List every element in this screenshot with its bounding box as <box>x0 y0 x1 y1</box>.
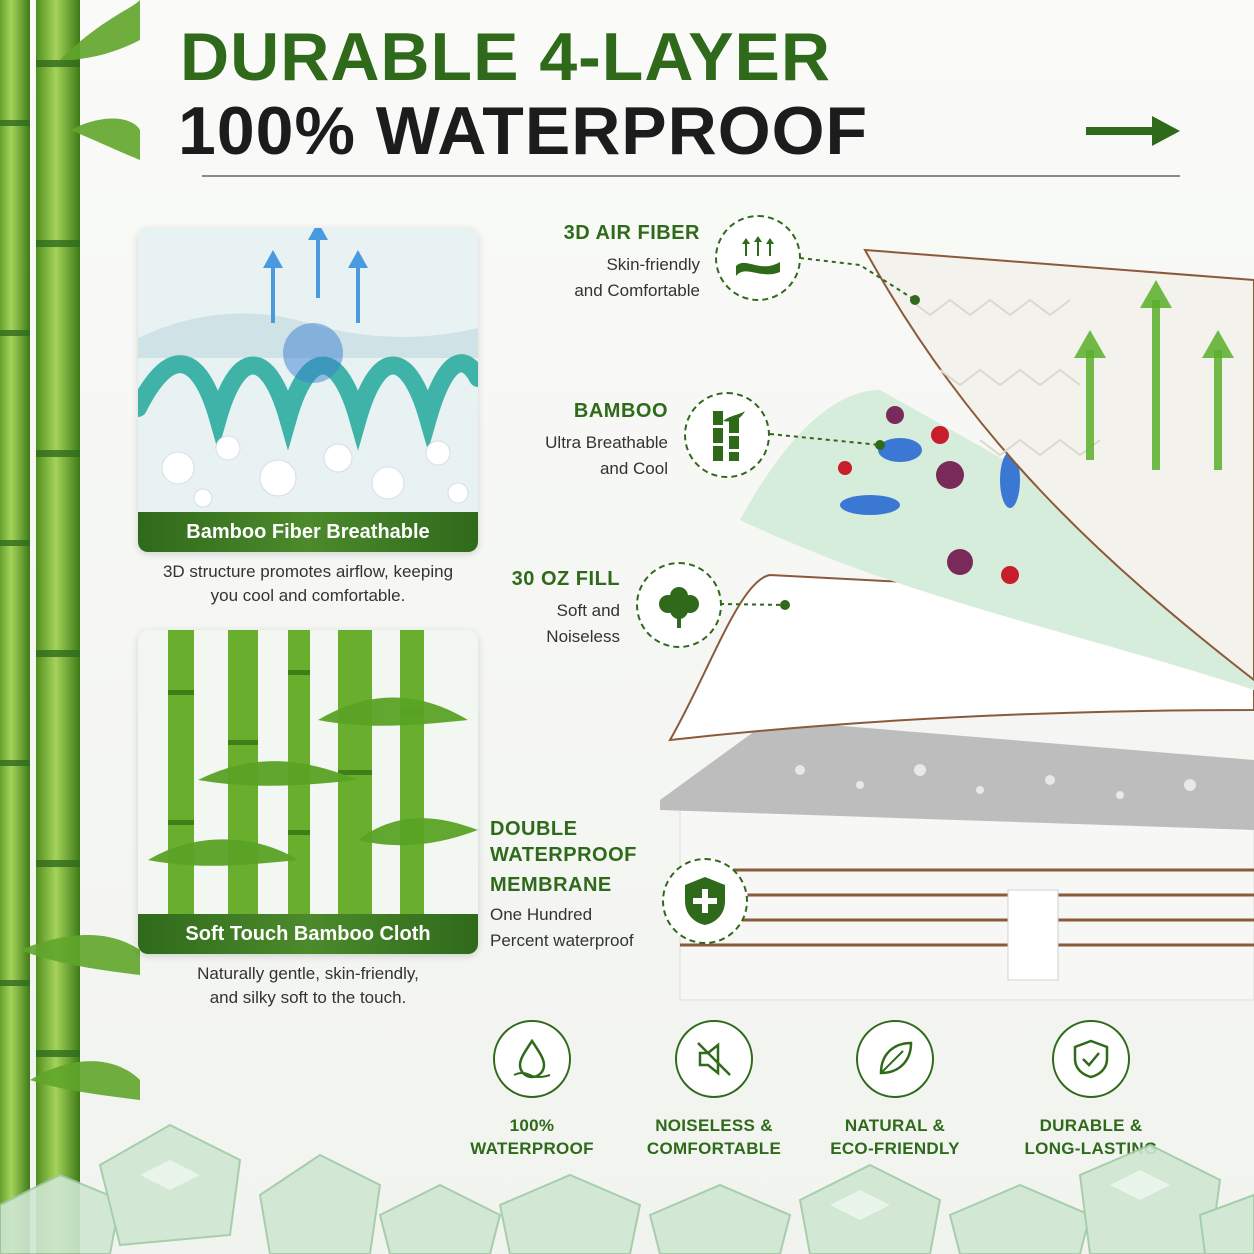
caption-line: 3D structure promotes airflow, keeping <box>162 562 454 581</box>
layer-desc: and Comfortable <box>574 281 700 300</box>
layer-title: 30 OZ FILL <box>511 568 620 590</box>
shield-check-icon <box>1052 1020 1130 1098</box>
layer-desc: One Hundred <box>490 905 593 924</box>
layer-desc: and Cool <box>599 459 668 478</box>
headline-divider <box>202 175 1180 177</box>
layer-desc: Soft and <box>556 601 620 620</box>
bamboo-icon <box>684 392 770 478</box>
caption-line: and silky soft to the touch. <box>209 988 407 1007</box>
feature-label: NOISELESS & <box>655 1116 773 1135</box>
bamboo-grove-illustration <box>138 630 478 914</box>
layer-desc: Noiseless <box>546 627 620 646</box>
right-arrow-icon <box>1086 116 1180 146</box>
bamboo-fiber-card: Bamboo Fiber Breathable <box>138 228 478 552</box>
feature-label: NATURAL & <box>844 1116 946 1135</box>
card-title: Soft Touch Bamboo Cloth <box>138 914 478 954</box>
feature-label: LONG-LASTING <box>1024 1139 1158 1158</box>
leaf-icon <box>856 1020 934 1098</box>
layer-membrane-label: DOUBLE WATERPROOF MEMBRANE One Hundred P… <box>490 816 730 954</box>
headline-line-1: DURABLE 4-LAYER <box>180 19 832 95</box>
layer-title: DOUBLE WATERPROOF <box>490 818 637 866</box>
layer-title: MEMBRANE <box>490 874 612 896</box>
fiber-structure-illustration <box>138 228 478 512</box>
water-drop-icon <box>493 1020 571 1098</box>
feature-label: ECO-FRIENDLY <box>830 1139 960 1158</box>
air-fiber-icon <box>715 215 801 301</box>
bamboo-stalks-decoration <box>0 0 140 1254</box>
feature-durable: DURABLE & LONG-LASTING <box>1011 1020 1171 1160</box>
mute-speaker-icon <box>675 1020 753 1098</box>
feature-eco: NATURAL & ECO-FRIENDLY <box>815 1020 975 1160</box>
caption-line: you cool and comfortable. <box>210 586 406 605</box>
shield-plus-icon <box>662 858 748 944</box>
feature-label: 100% <box>509 1116 555 1135</box>
layer-air-fiber-label: 3D AIR FIBER Skin-friendly and Comfortab… <box>520 220 700 304</box>
feature-label: WATERPROOF <box>470 1139 594 1158</box>
card-caption: Naturally gentle, skin-friendly, and sil… <box>138 962 478 1010</box>
feature-waterproof: 100% WATERPROOF <box>452 1020 612 1160</box>
layer-bamboo-label: BAMBOO Ultra Breathable and Cool <box>490 398 668 482</box>
layer-desc: Percent waterproof <box>490 931 634 950</box>
mattress-layers-illustration <box>660 248 1254 1001</box>
feature-noiseless: NOISELESS & COMFORTABLE <box>634 1020 794 1160</box>
feature-label: COMFORTABLE <box>646 1139 782 1158</box>
layer-fill-label: 30 OZ FILL Soft and Noiseless <box>460 566 620 650</box>
cotton-icon <box>636 562 722 648</box>
card-title: Bamboo Fiber Breathable <box>138 512 478 552</box>
caption-line: Naturally gentle, skin-friendly, <box>197 964 419 983</box>
card-caption: 3D structure promotes airflow, keeping y… <box>138 560 478 608</box>
layer-desc: Skin-friendly <box>606 255 700 274</box>
layer-title: 3D AIR FIBER <box>563 222 700 244</box>
feature-label: DURABLE & <box>1039 1116 1143 1135</box>
ice-cubes-decoration <box>0 1123 1254 1254</box>
bamboo-cloth-card: Soft Touch Bamboo Cloth <box>138 630 478 954</box>
layer-connectors <box>719 257 920 610</box>
layer-title: BAMBOO <box>573 400 668 422</box>
layer-desc: Ultra Breathable <box>545 433 668 452</box>
headline-line-2: 100% WATERPROOF <box>178 93 869 169</box>
